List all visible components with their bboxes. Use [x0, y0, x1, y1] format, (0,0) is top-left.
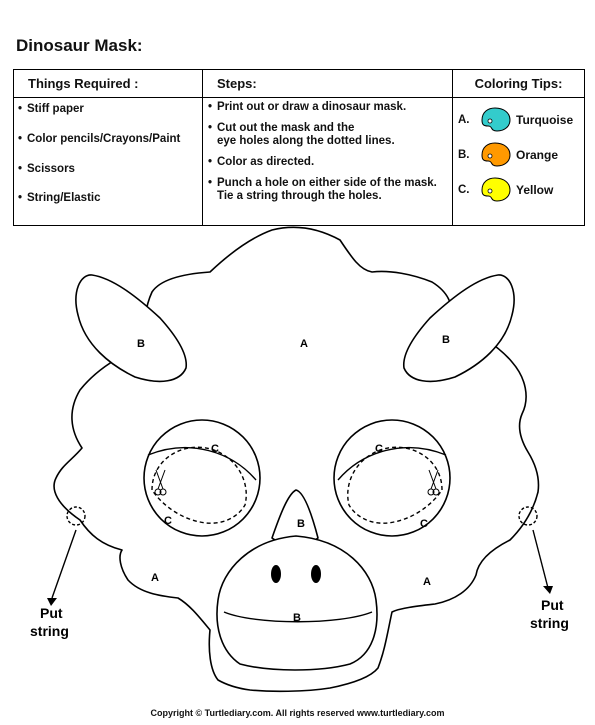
put-string-right-line2: string — [530, 615, 569, 631]
region-label-b-nose-horn: B — [297, 518, 305, 530]
footer-copyright: Copyright © Turtlediary.com. All rights … — [150, 708, 445, 718]
palette-swatch-icon — [474, 141, 514, 168]
region-label-b-left-horn: B — [137, 338, 145, 350]
region-label-b-snout: B — [293, 612, 301, 624]
right-string-arrow — [532, 529, 549, 589]
region-label-c-left-upper: C — [211, 443, 219, 455]
region-label-c-left-lower: C — [164, 515, 172, 527]
region-label-a-left-cheek: A — [151, 572, 159, 584]
tip-color-name: Turquoise — [516, 112, 574, 127]
list-item: String/Elastic — [18, 191, 198, 221]
info-table: Things Required : Steps: Coloring Tips: … — [13, 69, 585, 226]
tip-letter: A. — [458, 113, 470, 126]
region-label-c-right-lower: C — [420, 518, 428, 530]
scissors-icon — [428, 469, 439, 490]
step-item: Cut out the mask and the eye holes along… — [208, 122, 448, 148]
tip-color-name: Yellow — [516, 182, 554, 197]
things-required-cell: Stiff paper Color pencils/Crayons/Paint … — [13, 97, 203, 226]
left-nostril — [271, 565, 281, 583]
put-string-left-line1: Put — [40, 605, 63, 621]
tip-color-name: Orange — [516, 147, 559, 162]
right-horn — [403, 274, 515, 383]
step-item: Print out or draw a dinosaur mask. — [208, 101, 448, 114]
page-title: Dinosaur Mask: — [16, 36, 143, 55]
palette-swatch-icon — [474, 106, 514, 133]
coloring-tips-header: Coloring Tips: — [452, 69, 585, 98]
right-nostril — [311, 565, 321, 583]
list-item: Stiff paper — [18, 102, 198, 132]
coloring-tip-row: C. Yellow — [458, 172, 580, 207]
coloring-tip-row: B. Orange — [458, 137, 580, 172]
left-arrowhead — [47, 598, 57, 606]
steps-header: Steps: — [202, 69, 453, 98]
left-horn — [75, 274, 187, 383]
region-label-a-right-cheek: A — [423, 576, 431, 588]
region-label-c-right-upper: C — [375, 443, 383, 455]
tip-letter: B. — [458, 148, 470, 161]
right-arrowhead — [543, 586, 553, 594]
dinosaur-mask: A B B C C C C B B A A Put string Put str… — [30, 226, 569, 693]
list-item: Scissors — [18, 162, 198, 192]
region-label-a-top: A — [300, 338, 308, 350]
step-item: Punch a hole on either side of the mask.… — [208, 177, 448, 203]
palette-swatch-icon — [474, 176, 514, 203]
scissors-icon — [155, 469, 166, 490]
left-eye-fold — [147, 447, 257, 481]
left-eye-cut-line — [151, 446, 247, 524]
region-label-b-right-horn: B — [442, 334, 450, 346]
left-string-hole — [66, 506, 86, 526]
tip-letter: C. — [458, 183, 470, 196]
right-string-hole — [518, 506, 538, 526]
list-item: Color pencils/Crayons/Paint — [18, 132, 198, 162]
put-string-left-line2: string — [30, 623, 69, 639]
step-item: Color as directed. — [208, 156, 448, 169]
put-string-right-line1: Put — [541, 597, 564, 613]
left-string-arrow — [51, 529, 77, 599]
coloring-tip-row: A. Turquoise — [458, 102, 580, 137]
snout — [216, 535, 378, 671]
right-eye-fold — [337, 447, 447, 481]
things-required-header: Things Required : — [13, 69, 203, 98]
steps-cell: Print out or draw a dinosaur mask. Cut ou… — [202, 97, 453, 226]
right-eye-cut-line — [347, 446, 443, 524]
mouth-line — [223, 611, 373, 623]
